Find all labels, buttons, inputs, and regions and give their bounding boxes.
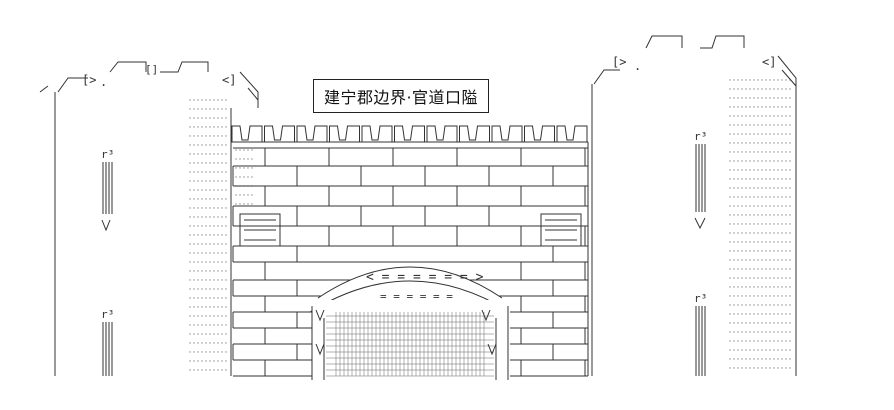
crenel bbox=[231, 125, 263, 142]
right-wall-panel bbox=[540, 213, 582, 247]
left-tower-merlon-1 bbox=[109, 61, 147, 73]
brick-courses bbox=[232, 142, 589, 377]
left-tower: [> . [] <] r³ r³ bbox=[39, 61, 259, 376]
left-tower-arrow-slit-upper: r³ bbox=[101, 148, 114, 232]
crenel bbox=[459, 125, 490, 142]
svg-text:r³: r³ bbox=[101, 148, 114, 161]
portcullis-grid bbox=[326, 312, 494, 377]
svg-text:r³: r³ bbox=[694, 292, 707, 305]
svg-text:.: . bbox=[634, 59, 641, 73]
crenel bbox=[329, 125, 360, 142]
svg-text:r³: r³ bbox=[694, 130, 707, 143]
svg-text:.: . bbox=[100, 75, 107, 89]
crenel bbox=[394, 125, 425, 142]
svg-text:[>: [> bbox=[82, 73, 96, 87]
right-tower-arrow-slit-lower: r³ bbox=[694, 292, 707, 376]
svg-text:r³: r³ bbox=[101, 308, 114, 321]
svg-text:[>: [> bbox=[612, 55, 626, 69]
left-tower-merlon-2 bbox=[160, 61, 209, 73]
dotted-shading bbox=[189, 79, 791, 371]
wall-battlements bbox=[231, 125, 588, 143]
left-tower-crenel-left bbox=[57, 77, 88, 93]
svg-text:[]: [] bbox=[145, 63, 158, 76]
left-wall-panel bbox=[239, 213, 281, 247]
right-tower: [> . <] r³ r³ bbox=[591, 35, 797, 376]
right-tower-arrow-slit-upper: r³ bbox=[694, 130, 707, 230]
gate-arch bbox=[309, 266, 511, 380]
left-tower-arrow-slit-lower: r³ bbox=[101, 308, 114, 376]
crenel bbox=[361, 125, 393, 142]
svg-text:<]: <] bbox=[762, 55, 776, 69]
crenel bbox=[491, 125, 523, 142]
svg-text:<]: <] bbox=[222, 73, 236, 87]
crenel bbox=[524, 125, 555, 142]
location-sign: 建宁郡边界·官道口隘 bbox=[313, 79, 489, 113]
gate-banner: < = = = = = = > bbox=[366, 270, 484, 285]
crenel bbox=[426, 125, 458, 142]
gate-banner-inner: = = = = = = bbox=[380, 290, 453, 303]
location-sign-text: 建宁郡边界·官道口隘 bbox=[323, 88, 479, 107]
crenel bbox=[264, 125, 295, 142]
crenel bbox=[296, 125, 328, 142]
crenel bbox=[556, 125, 588, 142]
gatehouse-wall bbox=[231, 125, 589, 380]
